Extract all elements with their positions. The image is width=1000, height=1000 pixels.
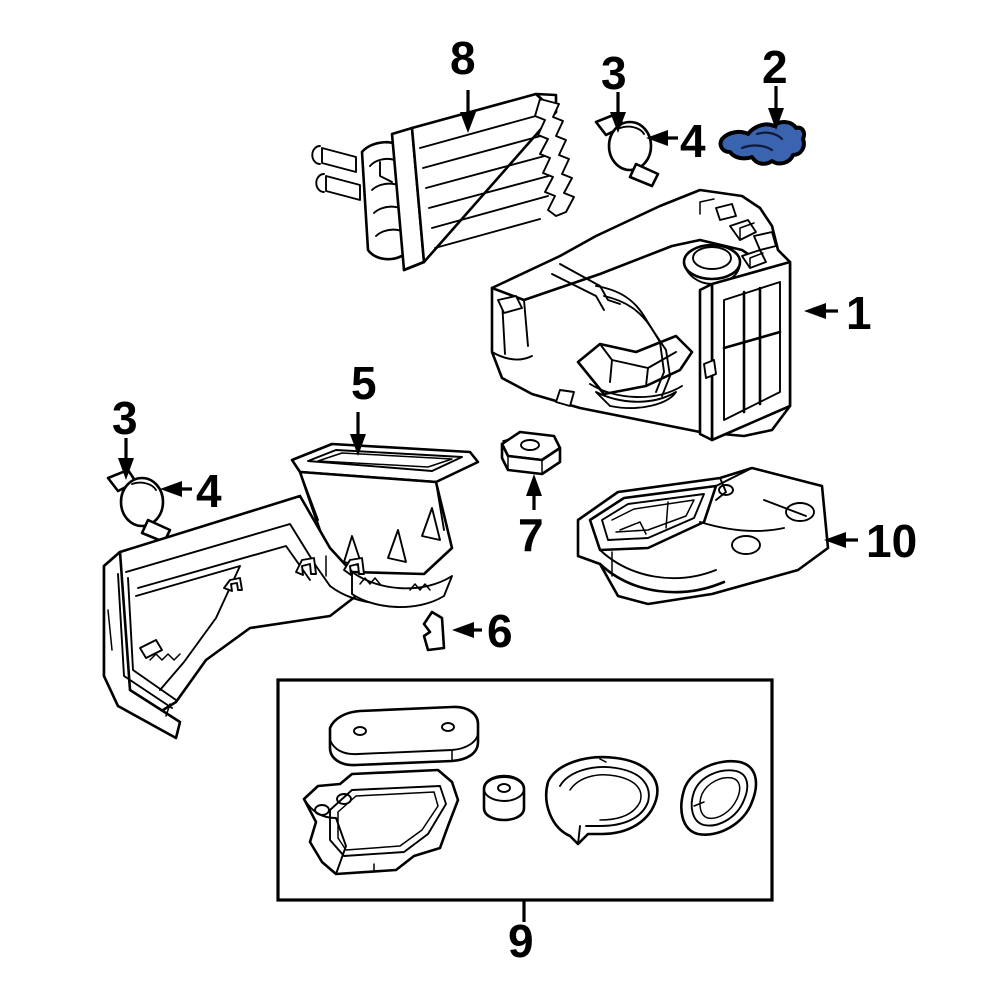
callout-number-10[interactable]: 10	[866, 515, 918, 567]
arrowhead-4-upper	[646, 130, 668, 146]
arrowhead-6	[452, 622, 474, 638]
callout-number-4-lower[interactable]: 4	[196, 465, 222, 517]
leader-lines	[118, 86, 858, 922]
part-distribution-duct[interactable]	[102, 442, 480, 740]
arrowhead-7	[526, 474, 542, 496]
arrowhead-5	[350, 434, 366, 456]
callout-number-1[interactable]: 1	[846, 287, 872, 339]
arrowhead-3-upper	[610, 112, 626, 133]
callout-number-9[interactable]: 9	[508, 915, 534, 967]
arrowhead-1	[804, 303, 826, 319]
callout-number-2[interactable]: 2	[762, 41, 788, 93]
arrowhead-4-lower	[160, 481, 182, 497]
arrowhead-2	[768, 108, 784, 130]
callout-number-3-upper[interactable]: 3	[601, 47, 627, 99]
callout-number-4-upper[interactable]: 4	[680, 115, 706, 167]
arrowhead-10	[824, 532, 846, 548]
callout-number-6[interactable]: 6	[487, 605, 513, 657]
arrowhead-3-lower	[118, 458, 134, 480]
callout-number-7[interactable]: 7	[518, 509, 544, 561]
part-retainer-clip-lower[interactable]	[106, 468, 172, 544]
part-wedge-clip[interactable]	[422, 610, 446, 652]
part-seal-highlighted[interactable]	[718, 120, 807, 166]
part-retainer-clip-upper[interactable]	[594, 112, 660, 188]
seal-kit-contents[interactable]	[302, 705, 758, 876]
callout-number-8[interactable]: 8	[450, 32, 476, 84]
part-heater-case-housing[interactable]	[490, 188, 792, 442]
arrowhead-8	[460, 112, 476, 133]
part-side-cover-duct[interactable]	[576, 466, 830, 606]
callout-number-5[interactable]: 5	[351, 357, 377, 409]
part-plug-cap[interactable]	[500, 430, 562, 476]
callout-number-3-lower[interactable]: 3	[112, 392, 138, 444]
part-heater-core[interactable]	[311, 92, 575, 272]
